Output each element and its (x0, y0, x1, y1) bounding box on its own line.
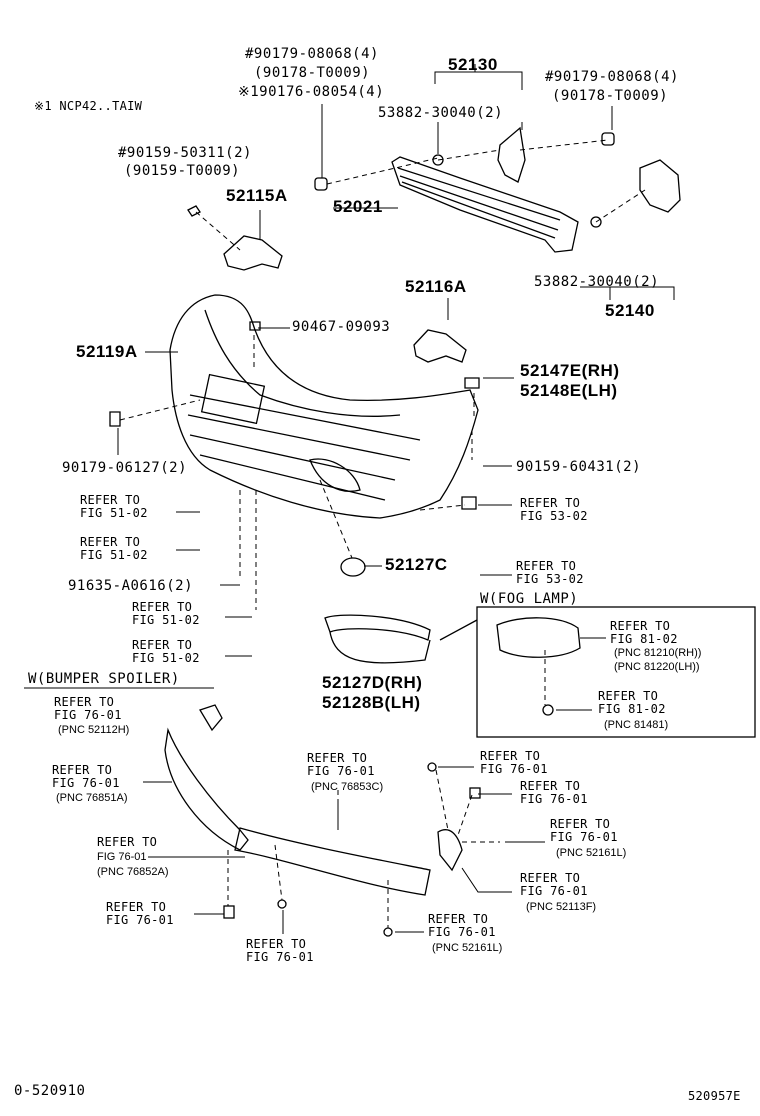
part-label-52148e: 52148E(LH) (520, 381, 618, 400)
part-label-53882-b: 53882-30040(2) (534, 274, 660, 290)
part-label-90178-a: (90178-T0009) (254, 65, 371, 81)
pnc-label: (PNC 81481) (604, 719, 669, 731)
part-label-90159-t: (90159-T0009) (124, 163, 241, 179)
pnc-label: (PNC 81210(RH)) (614, 647, 702, 659)
refer-label: REFER TO (520, 779, 581, 793)
part-label-52119a: 52119A (76, 342, 138, 361)
part-label-90467: 90467-09093 (292, 319, 391, 335)
refer-label: FIG 76-01 (52, 776, 120, 790)
bracket-52115a (223, 235, 283, 271)
refer-label: REFER TO (520, 496, 581, 510)
bumper-spoiler-side (437, 829, 463, 872)
part-label-90159-60431: 90159-60431(2) (516, 459, 642, 475)
refer-label: REFER TO (52, 763, 113, 777)
footer-left-code: 0-520910 (14, 1083, 86, 1099)
pnc-label: (PNC 52161L) (432, 942, 503, 954)
part-label-52116a: 52116A (405, 277, 467, 296)
refer-label: FIG 76-01 (106, 913, 174, 927)
pnc-label: (PNC 76853C) (311, 781, 384, 793)
part-label-52127d: 52127D(RH) (322, 673, 423, 692)
part-label-52140: 52140 (605, 301, 655, 320)
part-label-52021: 52021 (333, 197, 383, 216)
refer-label: FIG 76-01 (550, 830, 618, 844)
refer-label: FIG 51-02 (132, 613, 200, 627)
bumper-reinforcement (391, 156, 579, 253)
fog-lamp-title: W(FOG LAMP) (480, 591, 579, 607)
footer-right-code: 520957E (688, 1089, 741, 1103)
refer-label: FIG 76-01 (97, 851, 147, 863)
refer-label: REFER TO (516, 559, 577, 573)
model-note: ※1 NCP42..TAIW (34, 99, 143, 113)
refer-label: REFER TO (598, 689, 659, 703)
refer-label: FIG 76-01 (307, 764, 375, 778)
refer-label: FIG 53-02 (516, 572, 584, 586)
part-label-52130: 52130 (448, 55, 498, 74)
refer-label: FIG 76-01 (520, 792, 588, 806)
refer-label: REFER TO (132, 638, 193, 652)
refer-label: REFER TO (54, 695, 115, 709)
pnc-label: (PNC 52112H) (58, 724, 130, 736)
bracket-52140 (639, 159, 681, 213)
part-label-52127c: 52127C (385, 555, 448, 574)
refer-label: REFER TO (80, 535, 141, 549)
fog-lamp (496, 617, 581, 658)
bumper-spoiler-title: W(BUMPER SPOILER) (28, 671, 180, 687)
refer-label: FIG 51-02 (132, 651, 200, 665)
refer-label: FIG 51-02 (80, 506, 148, 520)
refer-label: REFER TO (97, 835, 158, 849)
refer-label: FIG 81-02 (610, 632, 678, 646)
part-label-52128b: 52128B(LH) (322, 693, 421, 712)
refer-label: FIG 76-01 (520, 884, 588, 898)
refer-label: FIG 76-01 (428, 925, 496, 939)
part-label-90179-06127: 90179-06127(2) (62, 460, 188, 476)
fog-bezel (324, 614, 431, 641)
refer-label: REFER TO (550, 817, 611, 831)
refer-label: REFER TO (106, 900, 167, 914)
fog-cover-52127c (340, 557, 366, 577)
part-label-53882-a: 53882-30040(2) (378, 105, 504, 121)
refer-label: REFER TO (480, 749, 541, 763)
bracket-52116a (413, 329, 467, 363)
refer-label: REFER TO (132, 600, 193, 614)
part-label-91635: 91635-A0616(2) (68, 578, 194, 594)
bracket-52130 (497, 126, 526, 183)
pnc-label: (PNC 81220(LH)) (614, 661, 700, 673)
pnc-label: (PNC 52161L) (556, 847, 627, 859)
bumper-cover (169, 294, 479, 519)
pnc-label: (PNC 52113F) (526, 901, 597, 913)
refer-label: FIG 76-01 (480, 762, 548, 776)
refer-label: FIG 81-02 (598, 702, 666, 716)
refer-label: FIG 76-01 (246, 950, 314, 964)
refer-label: REFER TO (520, 871, 581, 885)
pnc-label: (PNC 76851A) (56, 792, 128, 804)
refer-label: REFER TO (610, 619, 671, 633)
refer-label: REFER TO (246, 937, 307, 951)
refer-label: REFER TO (428, 912, 489, 926)
part-label-90179-a: #90179-08068(4) (245, 46, 379, 62)
bumper-spoiler-center (234, 827, 431, 896)
refer-label: REFER TO (307, 751, 368, 765)
refer-label: REFER TO (80, 493, 141, 507)
part-label-52147e: 52147E(RH) (520, 361, 620, 380)
part-label-90176: ※190176-08054(4) (238, 84, 385, 100)
refer-label: FIG 53-02 (520, 509, 588, 523)
part-label-52115a: 52115A (226, 186, 288, 205)
refer-label: FIG 76-01 (54, 708, 122, 722)
part-label-90178-b: (90178-T0009) (552, 88, 669, 104)
bumper-spoiler-left (164, 727, 249, 851)
pnc-label: (PNC 76852A) (97, 866, 169, 878)
part-label-90159-a: #90159-50311(2) (118, 145, 252, 161)
part-label-90179-b: #90179-08068(4) (545, 69, 679, 85)
refer-label: FIG 51-02 (80, 548, 148, 562)
